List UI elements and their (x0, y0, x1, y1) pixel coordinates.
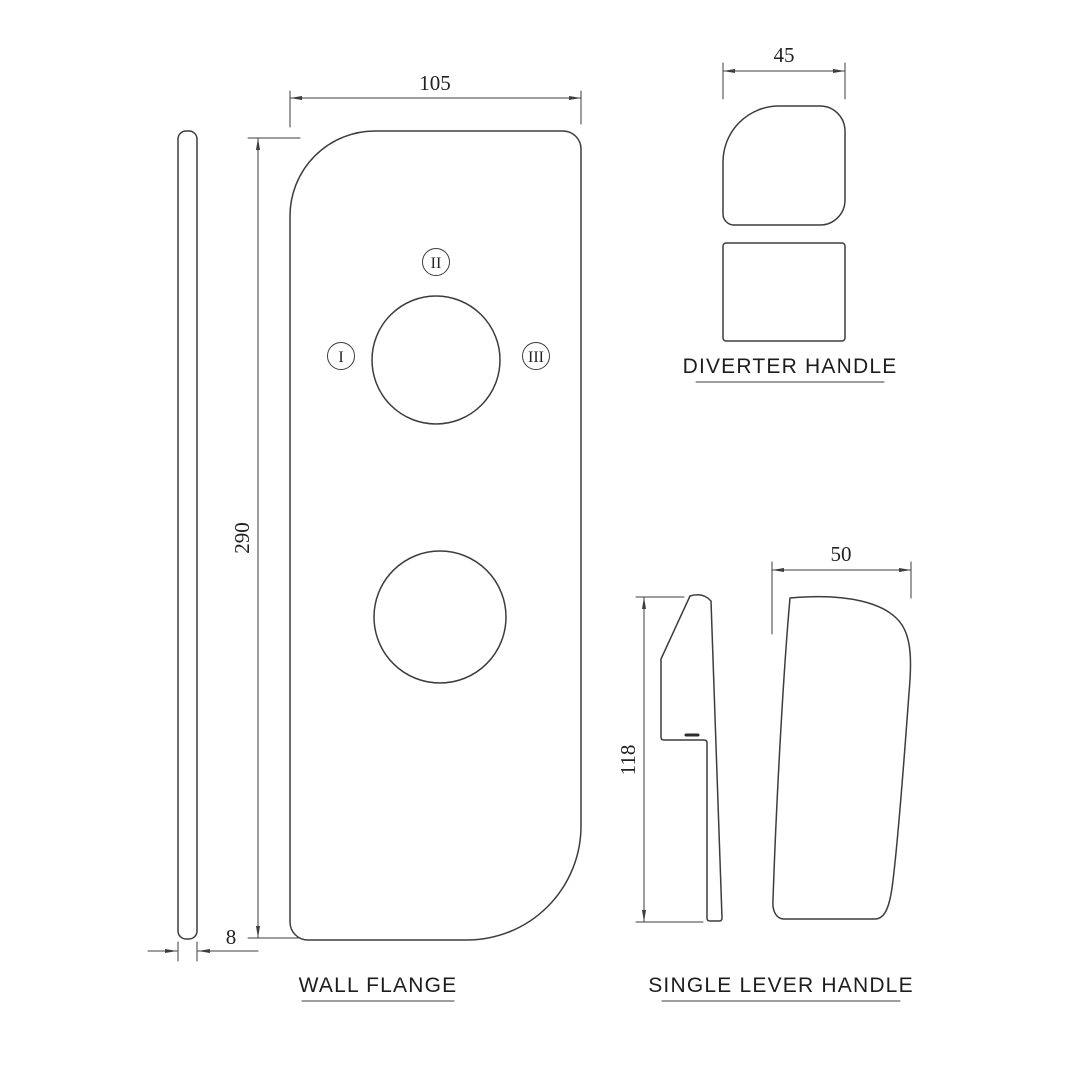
lever-front-outline (772, 595, 912, 920)
dimension-flange-width: 105 (289, 71, 582, 128)
lever-hole-circle (373, 550, 507, 684)
dim-text-lever-width: 50 (831, 542, 852, 566)
port-marker-top: II (422, 248, 450, 276)
dim-text-flange-width: 105 (419, 71, 451, 95)
single-lever-handle-label: SINGLE LEVER HANDLE (648, 974, 914, 997)
wall-flange-outline (289, 130, 582, 941)
dimension-thickness: 8 (147, 925, 259, 962)
wall-flange-front-view: II I III (289, 130, 582, 941)
lever-side-outline (660, 594, 723, 922)
diverter-hole-circle (371, 295, 501, 425)
port-marker-left: I (327, 342, 355, 370)
diverter-handle-top-outline (722, 105, 846, 226)
dim-text-lever-height: 118 (616, 745, 640, 776)
dim-text-thickness: 8 (226, 925, 237, 949)
dimension-lever-height: 118 (616, 596, 704, 923)
port-marker-circle (522, 342, 550, 370)
single-lever-handle-label-group: SINGLE LEVER HANDLE (648, 974, 914, 1002)
port-label-right: III (528, 349, 544, 366)
dimension-lever-width: 50 (771, 542, 912, 635)
wall-flange-side-view (177, 130, 198, 940)
wall-flange-side-outline (177, 130, 198, 940)
port-label-left: I (338, 349, 343, 366)
single-lever-handle-front-view (772, 595, 912, 920)
dim-text-diverter-width: 45 (774, 43, 795, 67)
diverter-handle-label: DIVERTER HANDLE (683, 355, 898, 378)
wall-flange-label-group: WALL FLANGE (299, 974, 458, 1002)
port-marker-right: III (522, 342, 550, 370)
diverter-handle-view (722, 105, 846, 342)
dim-text-flange-height: 290 (230, 522, 254, 554)
diverter-handle-base-outline (722, 242, 846, 342)
diverter-handle-label-group: DIVERTER HANDLE (683, 355, 898, 383)
port-marker-circle (327, 342, 355, 370)
single-lever-handle-side-view (660, 594, 723, 922)
dimension-diverter-width: 45 (722, 43, 846, 100)
wall-flange-label: WALL FLANGE (299, 974, 458, 997)
dimension-flange-height: 290 (230, 137, 301, 939)
port-marker-circle (422, 248, 450, 276)
port-label-top: II (431, 255, 442, 272)
